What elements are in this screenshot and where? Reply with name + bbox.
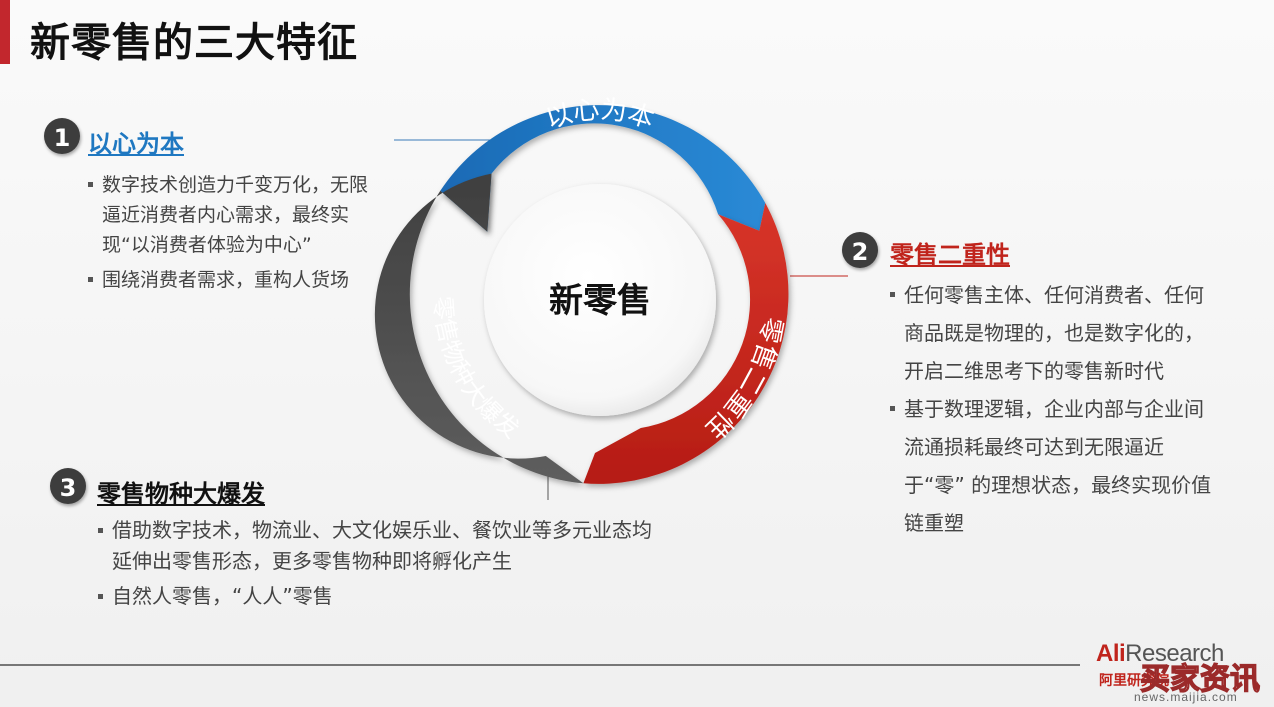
logo-ali-text: Ali [1096, 640, 1126, 667]
bullet-item: 围绕消费者需求，重构人货场 [86, 265, 376, 295]
arc-label-right: 零售二重性 [699, 314, 787, 444]
section-3-number-badge: 3 [50, 468, 86, 504]
bullet-item: 借助数字技术，物流业、大文化娱乐业、餐饮业等多元业态均延伸出零售形态，更多零售物… [96, 515, 666, 577]
arc-blue [440, 105, 766, 232]
logo-research-text: Research [1125, 640, 1224, 667]
section-1-title[interactable]: 以心为本 [88, 130, 184, 158]
watermark-url: news.maijia.com [1134, 690, 1238, 704]
section-2-bullets: 任何零售主体、任何消费者、任何商品既是物理的，也是数字化的，开启二维思考下的零售… [888, 276, 1213, 542]
title-accent-bar [0, 0, 10, 64]
center-label: 新零售 [549, 281, 651, 321]
section-3-title[interactable]: 零售物种大爆发 [97, 480, 265, 508]
bullet-item: 基于数理逻辑，企业内部与企业间流通损耗最终可达到无限逼近于“零” 的理想状态，最… [888, 390, 1213, 542]
arc-gray [374, 173, 584, 484]
watermark-text: 买家资讯 [1139, 661, 1260, 697]
aliresearch-logo: AliResearch [1096, 640, 1224, 668]
section-1-bullets: 数字技术创造力千变万化，无限逼近消费者内心需求，最终实现“以消费者体验为中心” … [86, 170, 376, 300]
section-3-bullets: 借助数字技术，物流业、大文化娱乐业、餐饮业等多元业态均延伸出零售形态，更多零售物… [96, 515, 666, 616]
svg-text:零售二重性: 零售二重性 [699, 314, 787, 444]
bullet-item: 自然人零售，“人人”零售 [96, 581, 666, 612]
bullet-item: 数字技术创造力千变万化，无限逼近消费者内心需求，最终实现“以消费者体验为中心” [86, 170, 376, 260]
arc-red [583, 203, 789, 484]
center-circle [484, 184, 716, 416]
logo-cn-text: 阿里研究院 [1099, 673, 1169, 689]
section-1-number-badge: 1 [44, 118, 80, 154]
footer-divider [0, 664, 1080, 666]
section-2-number-badge: 2 [842, 232, 878, 268]
page-title: 新零售的三大特征 [30, 20, 358, 66]
bullet-item: 任何零售主体、任何消费者、任何商品既是物理的，也是数字化的，开启二维思考下的零售… [888, 276, 1213, 390]
section-2-title[interactable]: 零售二重性 [890, 241, 1010, 269]
